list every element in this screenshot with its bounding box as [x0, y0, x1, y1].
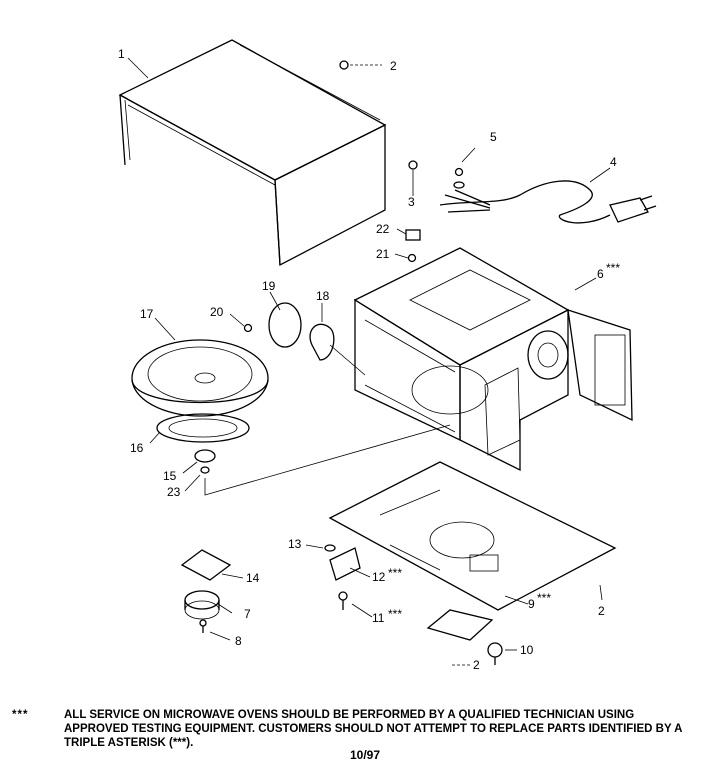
- label-part-4: 4: [610, 155, 617, 169]
- label-part-11: 11: [372, 611, 385, 625]
- screw-part-11: [338, 591, 348, 610]
- label-part-9-asterisk: ***: [537, 591, 551, 605]
- label-part-3: 3: [408, 195, 415, 209]
- motor-bracket-14: [180, 549, 232, 581]
- power-cord: [439, 180, 657, 224]
- page-code: 10/97: [350, 748, 381, 762]
- cover-plate-19: [268, 302, 302, 348]
- outer-cabinet: [118, 39, 387, 267]
- fan-cover: [426, 609, 494, 641]
- label-part-23: 23: [167, 485, 181, 499]
- coupler: [194, 424, 451, 496]
- label-part-2-top: 2: [390, 59, 397, 73]
- label-part-6-asterisk: ***: [606, 261, 620, 275]
- roller-ring: [156, 413, 250, 443]
- base-plate: [328, 461, 617, 611]
- footnote-text: ALL SERVICE ON MICROWAVE OVENS SHOULD BE…: [64, 709, 683, 749]
- label-part-22: 22: [376, 222, 390, 236]
- screw-part-20: [243, 323, 253, 333]
- label-part-8: 8: [235, 634, 242, 648]
- label-part-7: 7: [244, 607, 251, 621]
- oven-chassis: [353, 247, 633, 472]
- label-part-12: 12: [372, 570, 386, 584]
- label-part-14: 14: [246, 571, 260, 585]
- label-part-16: 16: [130, 441, 144, 455]
- connector-part-22: [405, 229, 421, 241]
- label-part-13: 13: [288, 537, 302, 551]
- motor-screw-8: [199, 619, 207, 633]
- bracket-part-12: [329, 547, 361, 581]
- exploded-parts-diagram: 1 2 3 4 5 6 *** 7 8 9 *** 10 11 *** 12 *…: [118, 39, 657, 672]
- label-part-17: 17: [140, 307, 154, 321]
- label-part-21: 21: [376, 247, 390, 261]
- label-part-2-base: 2: [598, 604, 605, 618]
- screw-top: [339, 60, 382, 70]
- ground-screw: [453, 167, 465, 189]
- screw-part-21: [407, 253, 417, 263]
- screw-side: [408, 160, 418, 190]
- label-part-11-asterisk: ***: [388, 607, 402, 621]
- leader-lines: [127, 57, 611, 666]
- turntable-tray: [131, 339, 269, 417]
- label-part-15: 15: [163, 469, 177, 483]
- label-part-1: 1: [118, 47, 125, 61]
- lamp-socket-18: [309, 323, 366, 376]
- label-part-2-bottom: 2: [473, 658, 480, 672]
- label-part-5: 5: [490, 130, 497, 144]
- label-part-6: 6: [597, 267, 604, 281]
- label-part-19: 19: [262, 279, 276, 293]
- label-part-9: 9: [528, 597, 535, 611]
- washer-part-13: [324, 544, 336, 552]
- label-part-20: 20: [210, 305, 224, 319]
- footnote-asterisks: ***: [12, 709, 29, 721]
- foot-part-10: [487, 642, 503, 665]
- label-part-10: 10: [520, 643, 534, 657]
- turntable-motor-7: [184, 590, 220, 620]
- label-part-18: 18: [316, 289, 330, 303]
- label-part-12-asterisk: ***: [388, 566, 402, 580]
